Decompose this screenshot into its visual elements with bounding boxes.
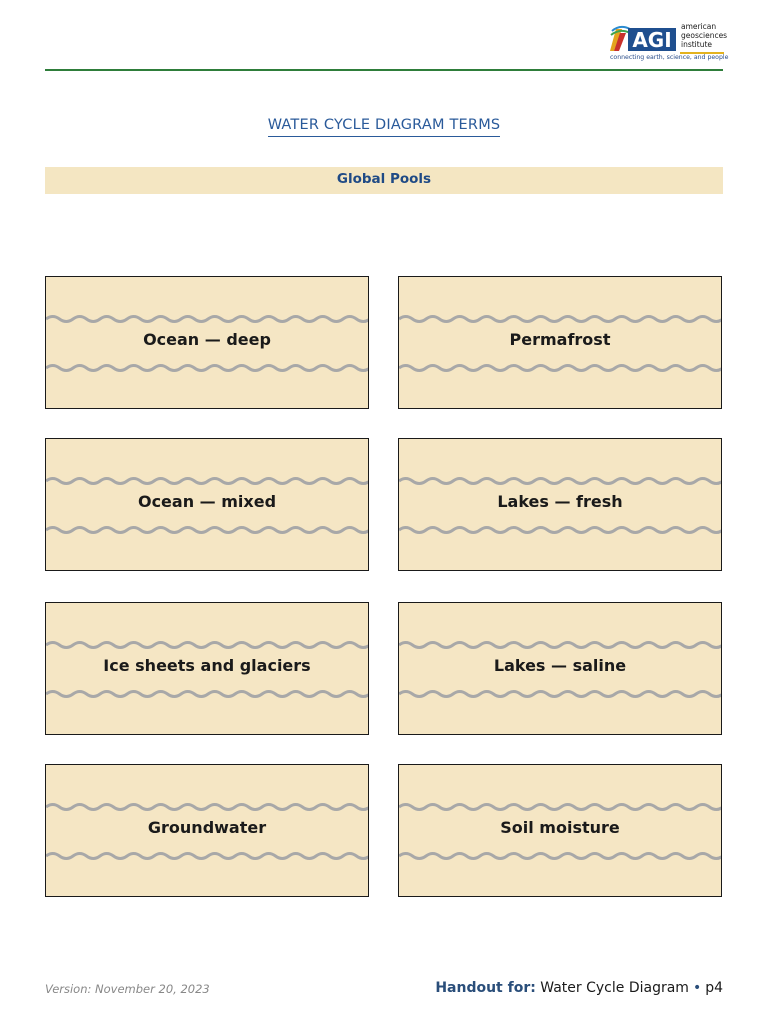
wave-path (46, 315, 368, 323)
wave-line (399, 477, 721, 485)
term-label: Lakes — fresh (497, 492, 623, 511)
agi-logo-mark: AGI (610, 25, 676, 52)
wave-path (46, 803, 368, 811)
wave-line (399, 364, 721, 372)
term-card[interactable]: Soil moisture (398, 764, 722, 897)
handout-title: Water Cycle Diagram (540, 980, 689, 996)
wave-line (46, 690, 368, 698)
wave-line (46, 477, 368, 485)
wave-line (46, 364, 368, 372)
wave-line (46, 641, 368, 649)
logo-rule (680, 52, 724, 54)
term-card[interactable]: Groundwater (45, 764, 369, 897)
page-title-wrap: WATER CYCLE DIAGRAM TERMS (0, 116, 768, 137)
term-card[interactable]: Ice sheets and glaciers (45, 602, 369, 735)
wave-path (399, 852, 721, 860)
logo-line: institute (681, 40, 713, 49)
page-number: p4 (705, 980, 723, 996)
wave-line (399, 526, 721, 534)
wave-path (46, 477, 368, 485)
term-label: Soil moisture (500, 818, 620, 837)
term-card[interactable]: Lakes — fresh (398, 438, 722, 571)
handout-prefix: Handout for: (435, 980, 536, 996)
wave-path (399, 641, 721, 649)
logo-line: american (681, 22, 717, 31)
logo-line: geosciences (681, 31, 728, 40)
wave-line (399, 641, 721, 649)
handout-footer: Handout for: Water Cycle Diagram•p4 (435, 980, 723, 996)
wave-line (399, 803, 721, 811)
term-label: Ice sheets and glaciers (103, 656, 311, 675)
term-label: Groundwater (147, 818, 267, 837)
wave-path (46, 364, 368, 372)
wave-line (399, 690, 721, 698)
term-label: Permafrost (509, 330, 611, 349)
wave-path (399, 477, 721, 485)
logo-tagline: connecting earth, science, and people (610, 54, 729, 61)
wave-path (46, 641, 368, 649)
page-title: WATER CYCLE DIAGRAM TERMS (267, 117, 501, 137)
wave-path (46, 690, 368, 698)
term-card[interactable]: Ocean — deep (45, 276, 369, 409)
term-label: Lakes — saline (493, 656, 627, 675)
wave-line (46, 803, 368, 811)
wave-line (46, 315, 368, 323)
term-card[interactable]: Lakes — saline (398, 602, 722, 735)
svg-text:AGI: AGI (632, 28, 671, 52)
wave-line (46, 852, 368, 860)
wave-path (46, 526, 368, 534)
agi-logo: AGI american geosciences institute conne… (608, 22, 729, 64)
wave-path (399, 315, 721, 323)
header-divider (45, 69, 723, 71)
wave-path (46, 852, 368, 860)
section-heading: Global Pools (45, 167, 723, 194)
term-card[interactable]: Permafrost (398, 276, 722, 409)
term-label: Ocean — deep (143, 330, 271, 349)
logo-wordmark: american geosciences institute (681, 22, 727, 49)
term-card[interactable]: Ocean — mixed (45, 438, 369, 571)
footer-bullet: • (692, 980, 702, 996)
term-label: Ocean — mixed (137, 492, 277, 511)
wave-path (399, 690, 721, 698)
wave-path (399, 364, 721, 372)
wave-path (399, 803, 721, 811)
version-text: Version: November 20, 2023 (45, 982, 210, 996)
wave-line (399, 315, 721, 323)
wave-line (46, 526, 368, 534)
wave-line (399, 852, 721, 860)
wave-path (399, 526, 721, 534)
